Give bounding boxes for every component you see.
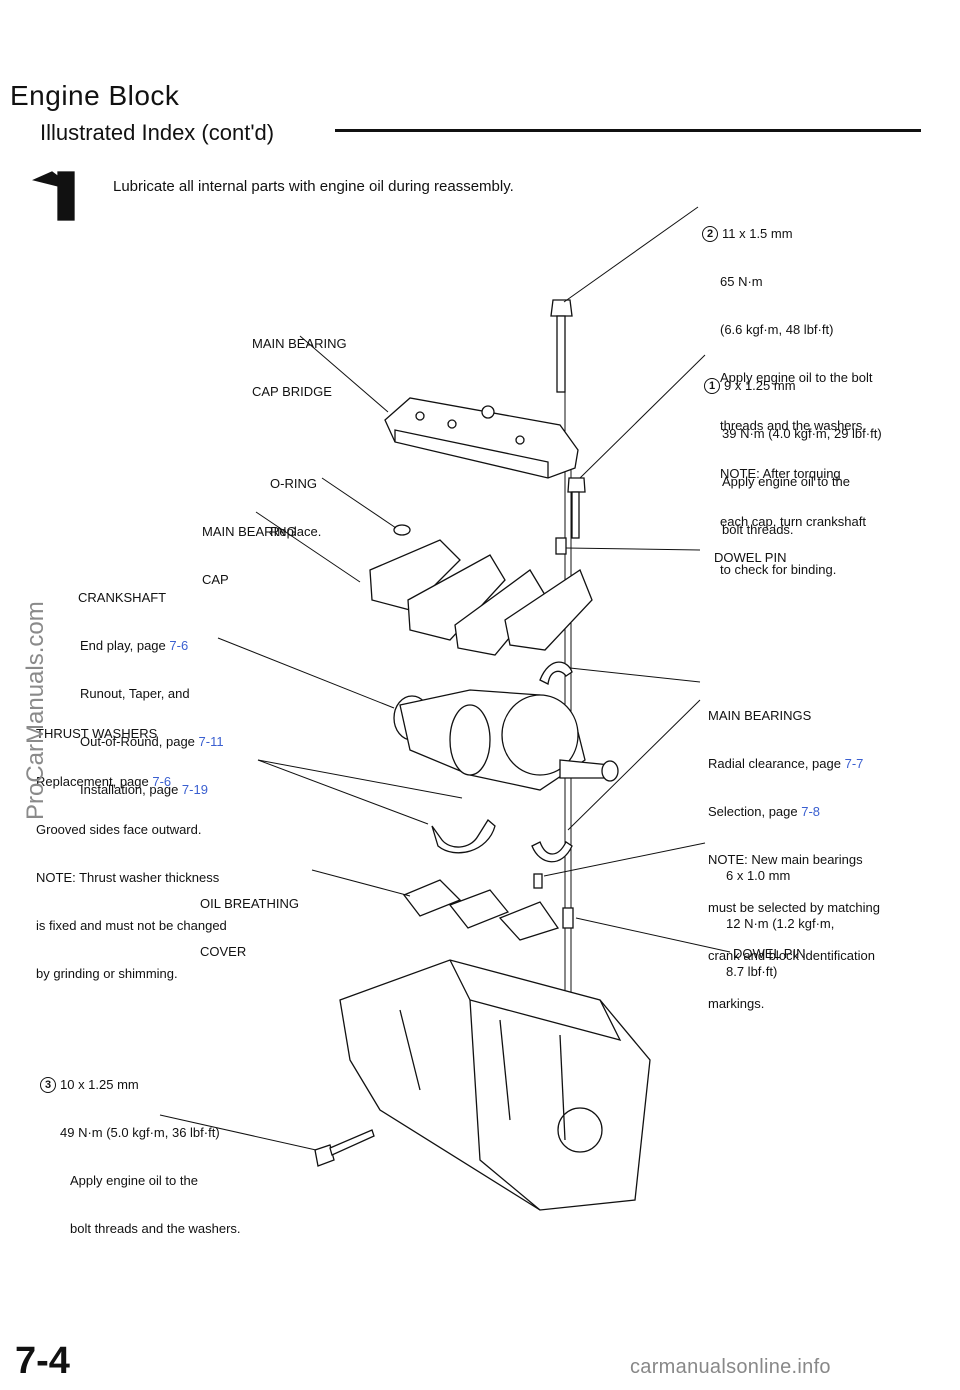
main-bearing-caps-drawing <box>369 539 593 656</box>
oil-breathing-cover-label: OIL BREATHING COVER <box>200 896 299 959</box>
engine-block-drawing <box>339 959 651 1211</box>
number-1-icon: 1 <box>704 378 720 394</box>
dowel-pin-upper-drawing <box>555 537 567 555</box>
dowel-pin-lower-drawing <box>562 907 574 929</box>
o-ring-drawing <box>393 524 411 536</box>
oil-breathing-cover-drawing <box>402 873 560 941</box>
bolt-3-note-line: bolt threads and the washers. <box>70 1221 241 1236</box>
bolt-2-torque-alt: (6.6 kgf·m, 48 lbf·ft) <box>720 322 834 337</box>
bolt-2-drawing <box>550 299 573 393</box>
dowel-pin-upper-label: DOWEL PIN <box>714 550 787 565</box>
page-title: Engine Block <box>10 80 180 111</box>
bolt-3-torque: 49 N·m (5.0 kgf·m, 36 lbf·ft) <box>60 1125 220 1140</box>
number-3-icon: 3 <box>40 1077 56 1093</box>
page-subtitle: Illustrated Index (cont'd) <box>40 120 275 145</box>
bolt-1-callout: 1 9 x 1.25 mm 39 N·m (4.0 kgf·m, 29 lbf·f… <box>704 346 882 554</box>
lubrication-note: Lubricate all internal parts with engine… <box>113 178 514 195</box>
main-bearings-title: MAIN BEARINGS <box>708 708 812 723</box>
o-ring-label: O-RING Replace. <box>270 476 322 539</box>
page-link[interactable]: 7-19 <box>181 782 208 797</box>
main-bearings-callout: MAIN BEARINGS Radial clearance, page 7-7… <box>708 708 880 1011</box>
bolt-2-torque: 65 N·m <box>720 274 763 289</box>
upper-bearing-shell-drawing <box>539 661 573 685</box>
thrust-washers-drawing <box>431 819 496 854</box>
page-link[interactable]: 7-6 <box>169 638 189 653</box>
bolt-1-size: 9 x 1.25 mm <box>724 378 796 393</box>
bolt-2-note-line: threads and the washers. <box>720 418 866 433</box>
bolt-1-torque: 39 N·m (4.0 kgf·m, 29 lbf·ft) <box>722 426 882 441</box>
bolt-1-note-line: bolt threads. <box>722 522 794 537</box>
oil-can-icon <box>32 171 75 221</box>
page-link[interactable]: 7-8 <box>801 804 821 819</box>
bolt-6x1-callout: 6 x 1.0 mm 12 N·m (1.2 kgf·m, 8.7 lbf·ft… <box>726 868 835 979</box>
main-bearing-cap-bridge-drawing <box>384 397 579 479</box>
thrust-washers-title: THRUST WASHERS <box>36 726 158 741</box>
main-bearing-cap-label: MAIN BEARING CAP <box>202 524 297 587</box>
bolt-3-note-line: Apply engine oil to the <box>70 1173 198 1188</box>
page-link[interactable]: 7-11 <box>198 734 224 749</box>
lower-bearing-shell-drawing <box>531 841 573 863</box>
cap-bridge-label: MAIN BEARING CAP BRIDGE <box>252 336 347 399</box>
bolt-1-note-line: Apply engine oil to the <box>722 474 850 489</box>
bolt-3-size: 10 x 1.25 mm <box>60 1077 139 1092</box>
crankshaft-title: CRANKSHAFT <box>78 590 167 605</box>
watermark-text: ProCarManuals.com <box>22 601 49 820</box>
bolt-1-drawing <box>567 477 586 539</box>
bolt-2-note-line: each cap, turn crankshaft <box>720 514 866 529</box>
crankshaft-drawing <box>393 689 619 791</box>
title-rule <box>335 129 921 132</box>
page-link[interactable]: 7-6 <box>152 774 172 789</box>
page-link[interactable]: 7-7 <box>844 756 864 771</box>
bolt-3-callout: 3 10 x 1.25 mm 49 N·m (5.0 kgf·m, 36 lbf·… <box>40 1045 241 1253</box>
dowel-pin-lower-label: DOWEL PIN <box>733 946 806 961</box>
bolt-2-size: 11 x 1.5 mm <box>722 226 793 241</box>
bolt-2-note-line: to check for binding. <box>720 562 837 577</box>
page-number: 7-4 <box>15 1340 70 1382</box>
footer-site-link[interactable]: carmanualsonline.info <box>630 1356 831 1378</box>
thrust-washers-callout: THRUST WASHERS Replacement, page 7-6 Gro… <box>36 726 227 981</box>
leader-lines <box>159 206 731 1151</box>
bolt-2-callout: 2 11 x 1.5 mm 65 N·m (6.6 kgf·m, 48 lbf·f… <box>702 194 873 594</box>
number-2-icon: 2 <box>702 226 718 242</box>
bolt-3-drawing <box>314 1129 375 1167</box>
bolt-2-note-line: NOTE: After torquing <box>720 466 841 481</box>
bolt-2-note-line: Apply engine oil to the bolt <box>720 370 873 385</box>
crankshaft-callout: CRANKSHAFT End play, page 7-6 Runout, Ta… <box>78 590 224 797</box>
